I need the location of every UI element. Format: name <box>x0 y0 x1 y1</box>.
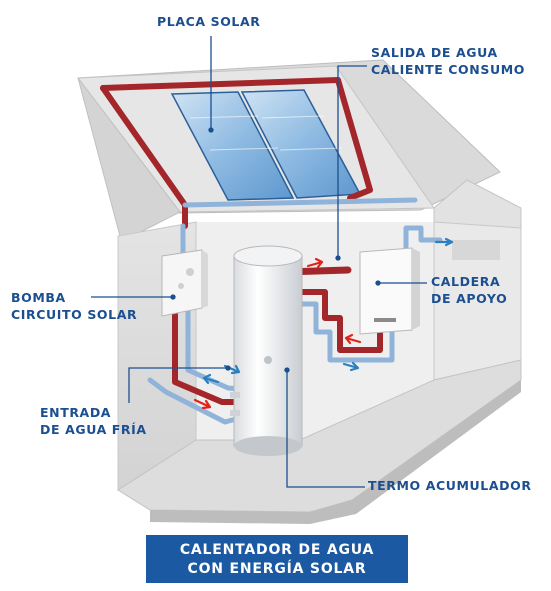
hot-pipe-solar <box>100 77 373 201</box>
title-line1: CALENTADOR DE AGUA <box>179 542 375 558</box>
leader-termo <box>286 370 365 488</box>
label-salida-agua: SALIDA DE AGUA CALIENTE CONSUMO <box>371 44 525 78</box>
arrow-cold-2 <box>202 373 220 385</box>
label-entrada-line1: ENTRADA <box>40 405 112 420</box>
cold-pipe-solar <box>182 197 418 208</box>
label-entrada-line2: DE AGUA FRÍA <box>40 422 147 437</box>
label-placa-solar: PLACA SOLAR <box>157 13 261 30</box>
label-bomba-line1: BOMBA <box>11 290 66 305</box>
title-line2: CON ENERGÍA SOLAR <box>187 561 367 577</box>
leader-entrada <box>128 367 228 403</box>
solar-circuit-pipes <box>100 77 418 425</box>
leader-salida <box>337 65 367 258</box>
arrow-hot-outlet <box>306 257 324 269</box>
arrow-cold-4 <box>434 237 454 247</box>
arrow-cold-3 <box>342 361 360 372</box>
label-placa-solar-text: PLACA SOLAR <box>157 14 261 29</box>
solar-panel-left <box>170 91 295 201</box>
label-salida-line2: CALIENTE CONSUMO <box>371 62 525 77</box>
label-entrada: ENTRADA DE AGUA FRÍA <box>40 404 147 438</box>
label-termo: TERMO ACUMULADOR <box>368 477 532 494</box>
label-termo-text: TERMO ACUMULADOR <box>368 478 532 493</box>
arrow-hot-return <box>344 333 362 345</box>
label-bomba: BOMBA CIRCUITO SOLAR <box>11 289 137 323</box>
label-caldera: CALDERA DE APOYO <box>431 273 507 307</box>
label-caldera-line2: DE APOYO <box>431 291 508 306</box>
label-caldera-line1: CALDERA <box>431 274 501 289</box>
wall-opening <box>452 240 500 260</box>
arrow-hot-solar <box>193 398 212 410</box>
solar-panels <box>170 89 362 201</box>
flow-arrows <box>193 237 454 410</box>
leader-lines <box>91 36 427 488</box>
title-banner: CALENTADOR DE AGUA CON ENERGÍA SOLAR <box>146 535 408 583</box>
solar-pump <box>161 249 208 317</box>
label-bomba-line2: CIRCUITO SOLAR <box>11 307 138 322</box>
label-salida-line1: SALIDA DE AGUA <box>371 45 498 60</box>
storage-tank <box>230 245 303 456</box>
backup-boiler <box>359 247 420 335</box>
